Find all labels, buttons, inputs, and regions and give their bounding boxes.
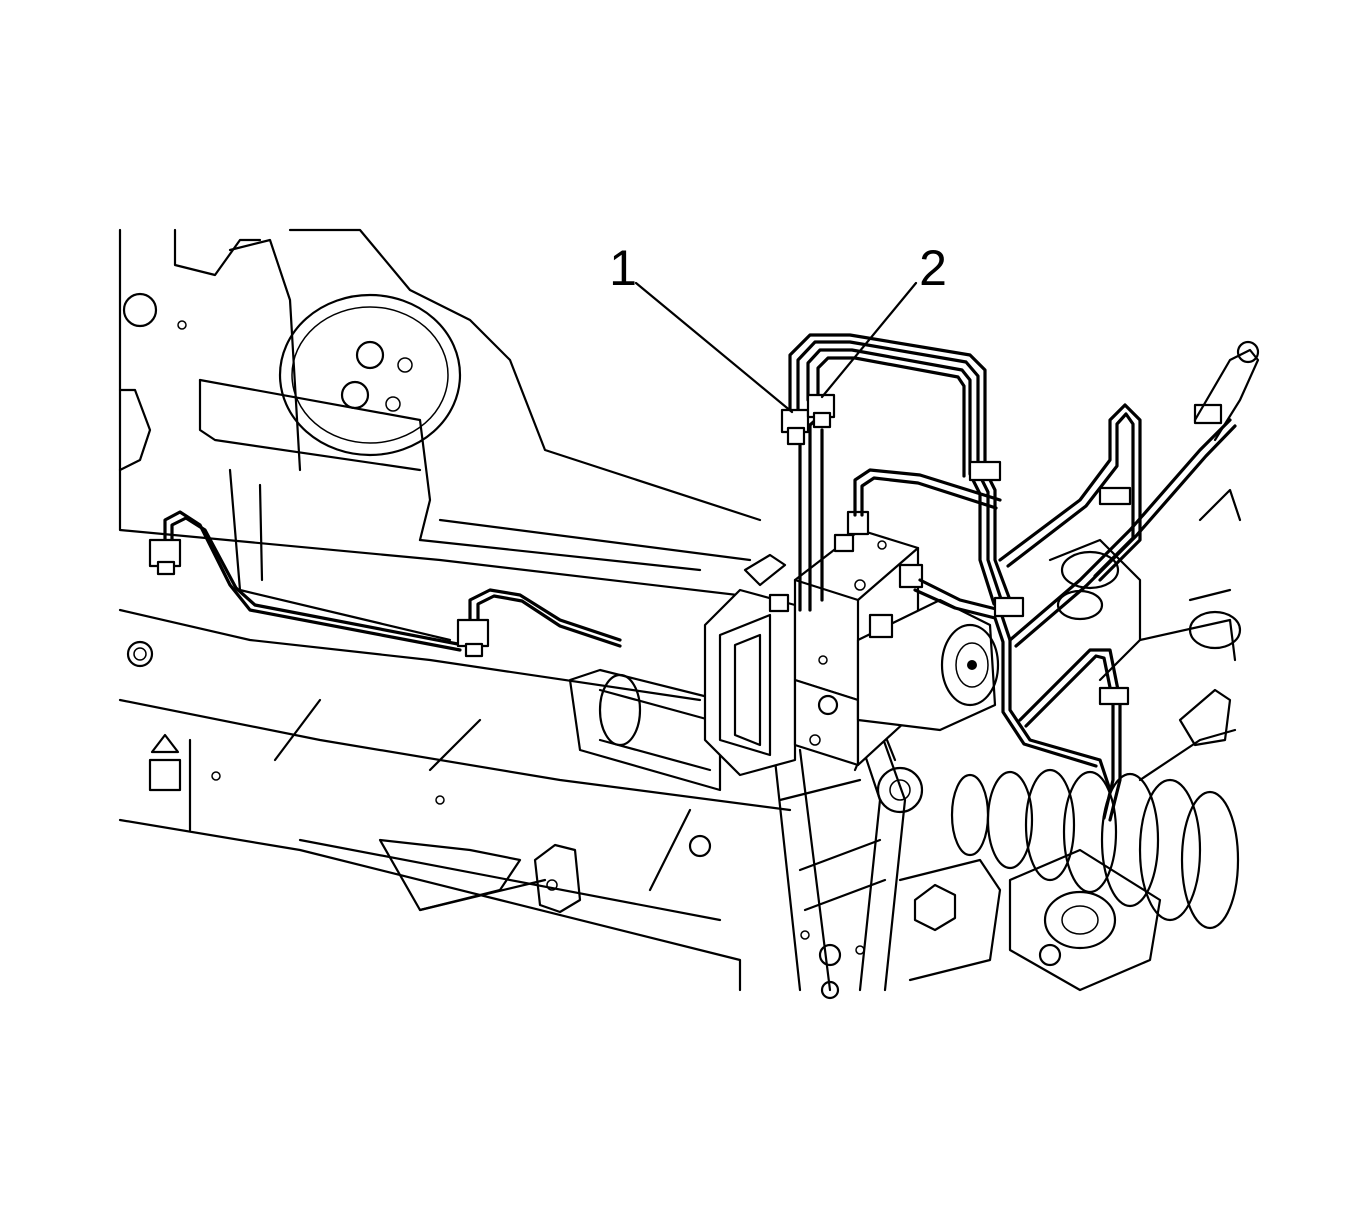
electronic-control-unit <box>703 553 797 777</box>
rack-boot <box>950 768 1240 930</box>
callout-2-label: 2 <box>919 240 947 296</box>
module-bracket <box>773 728 907 1000</box>
vehicle-frame <box>118 228 792 992</box>
callout-1: 1 <box>609 240 794 414</box>
left-brake-lines <box>148 510 622 658</box>
callout-2: 2 <box>820 240 947 399</box>
steering-rack <box>568 488 1242 992</box>
callout-1-label: 1 <box>609 240 637 296</box>
brake-pipes <box>780 333 1260 822</box>
hydraulic-modulator-block <box>793 510 1000 767</box>
